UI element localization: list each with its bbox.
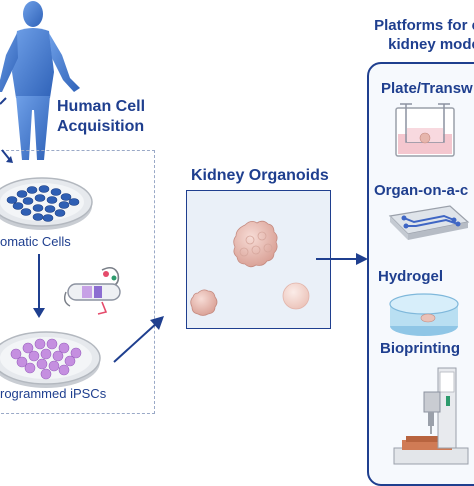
platforms-title: Platforms for e kidney mode	[362, 16, 474, 54]
bioprinter-icon	[393, 367, 469, 465]
human-cell-title-line1: Human Cell	[57, 98, 146, 115]
reprogramming-vector-icon	[63, 266, 121, 315]
organoid-icon	[190, 220, 310, 316]
arrow-to-organoids-icon	[113, 316, 164, 363]
somatic-cells-label: omatic Cells	[0, 234, 71, 249]
platforms-title-line2: kidney mode	[388, 36, 474, 53]
human-cell-title: Human Cell Acquisition	[57, 97, 145, 137]
ipsc-dish-icon	[0, 331, 101, 388]
organoids-title: Kidney Organoids	[191, 167, 329, 184]
platform-label-plate: Plate/Transw	[381, 80, 473, 97]
platform-label-organ-on-chip: Organ-on-a-c	[374, 182, 469, 199]
platform-label-hydrogel: Hydrogel	[378, 268, 444, 285]
somatic-cells-dish-icon	[0, 177, 93, 230]
human-cell-title-line2: Acquisition	[57, 118, 145, 135]
ipsc-label: rogrammed iPSCs	[0, 386, 107, 401]
arrow-down-icon	[33, 254, 45, 318]
arrow-to-platforms-icon	[316, 253, 368, 265]
arrow-icon	[1, 149, 13, 163]
organ-on-chip-icon	[388, 205, 470, 240]
platform-label-bioprinting: Bioprinting	[380, 340, 460, 357]
hydrogel-icon	[389, 293, 459, 336]
human-figure-icon	[0, 1, 80, 160]
transwell-icon	[395, 103, 455, 157]
platforms-title-line1: Platforms for e	[374, 17, 474, 34]
reprogramming-region	[0, 150, 155, 414]
